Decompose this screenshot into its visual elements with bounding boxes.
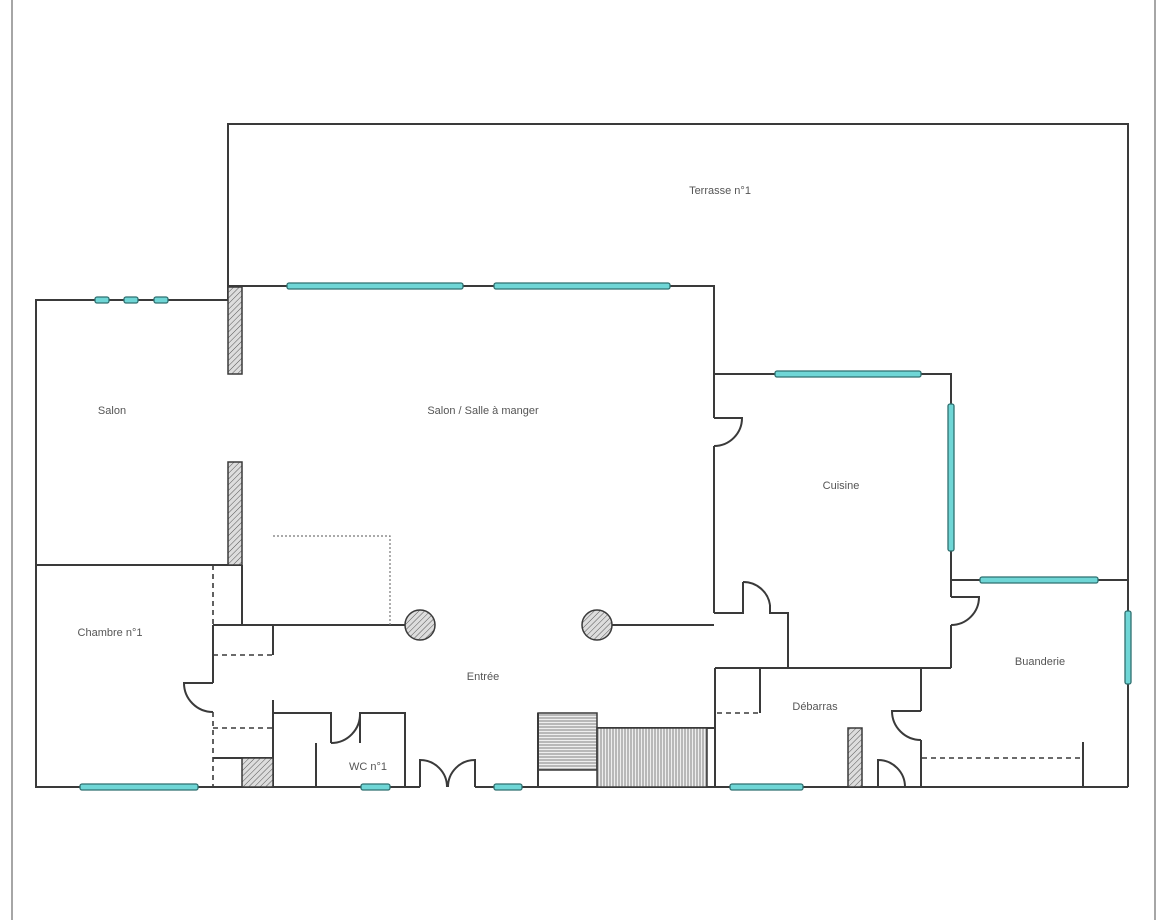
label-wc: WC n°1 — [349, 761, 387, 773]
label-cuisine: Cuisine — [823, 480, 860, 492]
dashed-lines — [212, 535, 1083, 787]
structural-elements — [227, 286, 863, 788]
walls — [35, 123, 1129, 788]
label-buanderie: Buanderie — [1015, 656, 1065, 668]
room-labels: Terrasse n°1 Salon Salon / Salle à mange… — [78, 185, 1066, 773]
label-debarras: Débarras — [792, 701, 838, 713]
windows — [79, 282, 1132, 791]
stairs — [537, 712, 708, 788]
label-terrasse: Terrasse n°1 — [689, 185, 751, 197]
pillar-left — [404, 609, 436, 641]
label-entree: Entrée — [467, 671, 499, 683]
label-salon-salle-a-manger: Salon / Salle à manger — [427, 405, 539, 417]
pillar-right — [581, 609, 613, 641]
label-salon: Salon — [98, 405, 126, 417]
label-chambre: Chambre n°1 — [78, 627, 143, 639]
doors — [182, 417, 981, 788]
